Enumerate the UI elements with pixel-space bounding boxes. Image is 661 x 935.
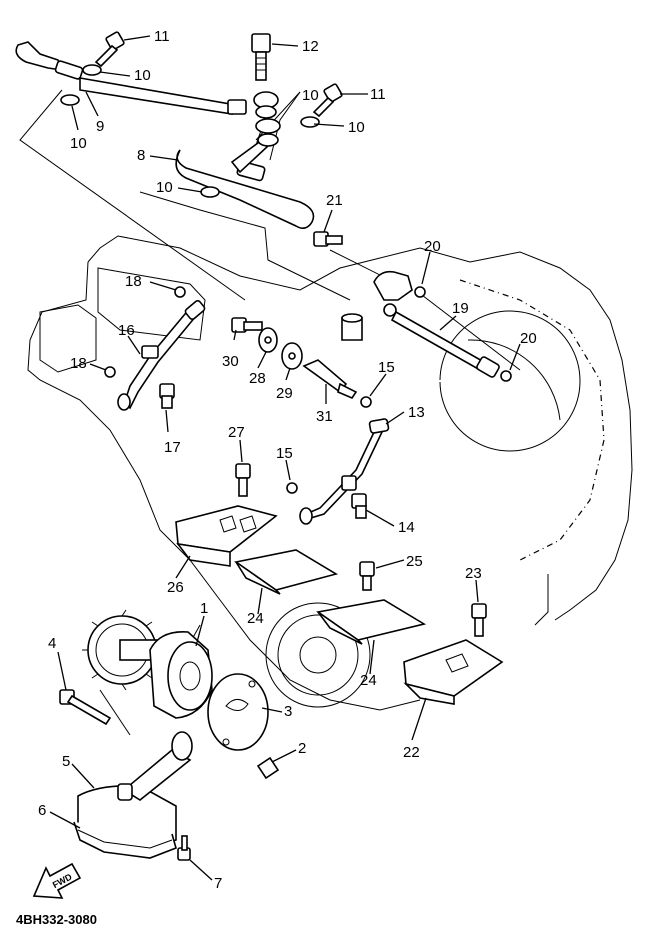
callout-1: 1 <box>200 600 208 617</box>
callout-15-a: 15 <box>378 359 395 376</box>
forward-arrow-icon: FWD <box>32 862 82 899</box>
oil-delivery-pipe-8 <box>175 138 315 230</box>
baffle-plate-24-left <box>234 549 339 595</box>
o-rings-20 <box>414 286 512 382</box>
callout-22: 22 <box>403 744 420 761</box>
callout-4: 4 <box>48 635 56 652</box>
washers-10 <box>60 64 320 198</box>
callout-11-b: 11 <box>370 86 386 103</box>
callout-10-b: 10 <box>70 135 87 152</box>
callout-10-a: 10 <box>134 67 151 84</box>
pump-cover-3 <box>207 673 269 751</box>
callout-7: 7 <box>214 875 222 892</box>
callout-11-a: 11 <box>154 28 170 45</box>
o-rings-15 <box>286 396 372 494</box>
bolt-11-right <box>312 83 343 118</box>
callout-17: 17 <box>164 439 181 456</box>
oil-delivery-pipe-9 <box>15 41 247 115</box>
bolt-27 <box>235 463 251 497</box>
callout-25: 25 <box>406 553 423 570</box>
washer-29 <box>281 342 303 370</box>
o-rings-18 <box>104 286 186 378</box>
callout-8: 8 <box>137 147 145 164</box>
bolt-30 <box>231 317 263 333</box>
callout-5: 5 <box>62 753 70 770</box>
callout-18-a: 18 <box>125 273 142 290</box>
bolt-11-top <box>94 31 125 68</box>
oil-pump-1 <box>82 609 213 719</box>
bolt-4 <box>59 689 112 726</box>
bolt-14 <box>351 493 367 519</box>
engine-case-outline <box>27 235 633 711</box>
callout-9: 9 <box>96 118 104 135</box>
washer-28 <box>258 327 278 353</box>
bolt-17 <box>159 383 175 409</box>
callout-24-b: 24 <box>360 672 377 689</box>
callout-20-b: 20 <box>520 330 537 347</box>
baffle-plate-22 <box>403 639 504 705</box>
pin-31 <box>302 359 358 399</box>
screw-7 <box>177 835 191 861</box>
callout-28: 28 <box>249 370 266 387</box>
callout-16: 16 <box>118 322 135 339</box>
baffle-plate-24-right <box>315 599 427 645</box>
callout-21: 21 <box>326 192 343 209</box>
callout-19: 19 <box>452 300 469 317</box>
callout-10-c: 10 <box>302 87 319 104</box>
bolt-21 <box>313 231 343 247</box>
callout-3: 3 <box>284 703 292 720</box>
part-code: 4BH332-3080 <box>16 912 97 927</box>
leader-lines <box>19 89 521 736</box>
callout-14: 14 <box>398 519 415 536</box>
callout-10-d: 10 <box>348 119 365 136</box>
callout-30: 30 <box>222 353 239 370</box>
callout-6: 6 <box>38 802 46 819</box>
callout-15-b: 15 <box>276 445 293 462</box>
callout-24-a: 24 <box>247 610 264 627</box>
boss <box>341 313 363 341</box>
oil-pipe-13 <box>299 418 390 525</box>
baffle-plate-26 <box>175 505 278 567</box>
callout-numbers: 1 2 3 4 5 6 7 8 9 10 10 10 10 10 11 11 1… <box>38 28 537 892</box>
oil-pipe-19 <box>373 270 500 378</box>
callout-29: 29 <box>276 385 293 402</box>
strainer-gasket-6 <box>73 821 177 859</box>
callout-12: 12 <box>302 38 319 55</box>
callout-27: 27 <box>228 424 245 441</box>
callout-2: 2 <box>298 740 306 757</box>
dowel-pin-2 <box>256 756 280 780</box>
callout-18-b: 18 <box>70 355 87 372</box>
oil-pipe-16 <box>117 300 206 411</box>
callout-10-e: 10 <box>156 179 173 196</box>
callout-26: 26 <box>167 579 184 596</box>
callout-31: 31 <box>316 408 333 425</box>
callout-leaders <box>49 35 521 881</box>
callout-23: 23 <box>465 565 482 582</box>
banjo-stack <box>253 91 281 147</box>
union-bolt-12 <box>251 33 271 81</box>
callout-13: 13 <box>408 404 425 421</box>
bolt-23 <box>471 603 487 637</box>
callout-20-a: 20 <box>424 238 441 255</box>
bolt-25 <box>359 561 375 591</box>
